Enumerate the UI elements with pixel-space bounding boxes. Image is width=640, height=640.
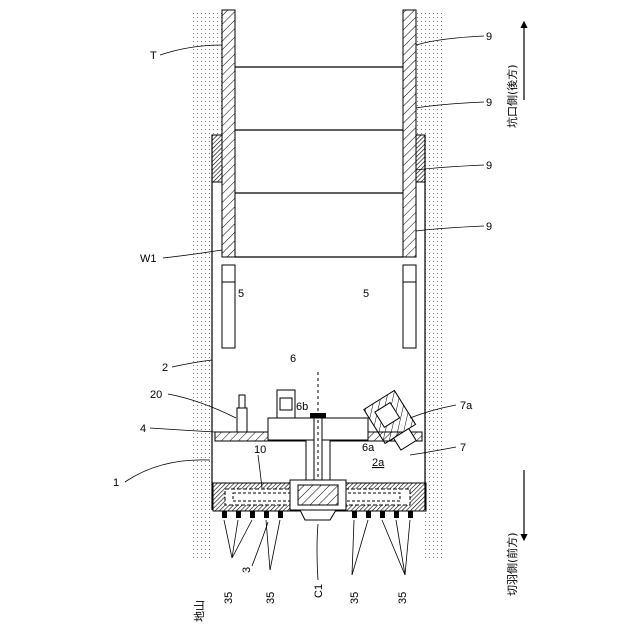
label-6b: 6b xyxy=(296,401,308,413)
label-35-c: 35 xyxy=(349,592,361,604)
label-20: 20 xyxy=(150,389,162,401)
caption-rear-side: 坑口側(後方) xyxy=(505,64,519,128)
caption-ground: 地山 xyxy=(193,600,206,622)
label-9-b: 9 xyxy=(486,97,492,109)
device-20 xyxy=(237,408,247,432)
label-35-d: 35 xyxy=(397,592,409,604)
label-35-a: 35 xyxy=(223,592,235,604)
label-9-a: 9 xyxy=(486,31,492,43)
segment-joints xyxy=(235,67,403,257)
label-9-d: 9 xyxy=(486,221,492,233)
label-7a: 7a xyxy=(460,400,473,412)
label-9-c: 9 xyxy=(486,160,492,172)
label-10: 10 xyxy=(254,444,266,456)
label-W1: W1 xyxy=(140,253,157,265)
label-6: 6 xyxy=(290,353,296,365)
jack-left xyxy=(222,265,235,348)
ground-right xyxy=(416,10,445,558)
label-35-b: 35 xyxy=(265,592,277,604)
caption-front-side: 切羽側(前方) xyxy=(505,532,519,596)
label-C1: C1 xyxy=(313,584,325,598)
jack-right xyxy=(403,265,416,348)
label-2a: 2a xyxy=(372,457,385,469)
ground-left xyxy=(192,10,222,558)
center-bit xyxy=(300,510,336,520)
label-2: 2 xyxy=(162,362,168,374)
label-T: T xyxy=(150,50,157,62)
label-3: 3 xyxy=(241,567,253,573)
label-5-right: 5 xyxy=(363,288,369,300)
label-4: 4 xyxy=(140,423,146,435)
label-1: 1 xyxy=(113,477,119,489)
label-5-left: 5 xyxy=(238,288,244,300)
label-7: 7 xyxy=(460,442,466,454)
label-6a: 6a xyxy=(362,442,375,454)
